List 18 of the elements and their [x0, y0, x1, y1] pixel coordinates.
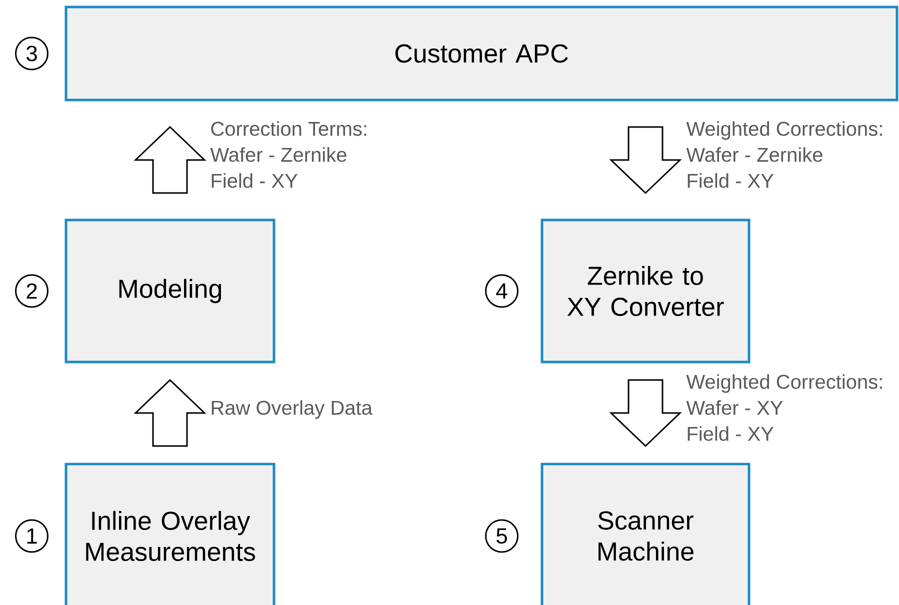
circled-number: 3: [15, 36, 48, 70]
block-arrow: [134, 126, 206, 194]
process-box: Modeling: [64, 218, 276, 364]
process-box: Scanner Machine: [540, 462, 750, 605]
edge-label: Correction Terms: Wafer - Zernike Field - XY: [210, 121, 366, 188]
process-box: Zernike to XY Converter: [540, 218, 750, 364]
block-arrow: [609, 379, 682, 448]
edge-label: Weighted Corrections: Wafer - Zernike Field - XY: [686, 121, 882, 188]
block-arrow: [609, 126, 682, 194]
circled-number: 1: [15, 519, 48, 553]
circled-number: 4: [485, 274, 518, 308]
circled-number: 2: [15, 274, 48, 308]
edge-label: Raw Overlay Data: [212, 400, 372, 419]
process-box: Inline Overlay Measurements: [64, 462, 276, 605]
circled-number: 5: [485, 519, 518, 553]
process-box: Customer APC: [64, 6, 898, 102]
edge-label: Weighted Corrections: Wafer - XY Field - XY: [686, 374, 882, 441]
block-arrow: [134, 378, 206, 447]
